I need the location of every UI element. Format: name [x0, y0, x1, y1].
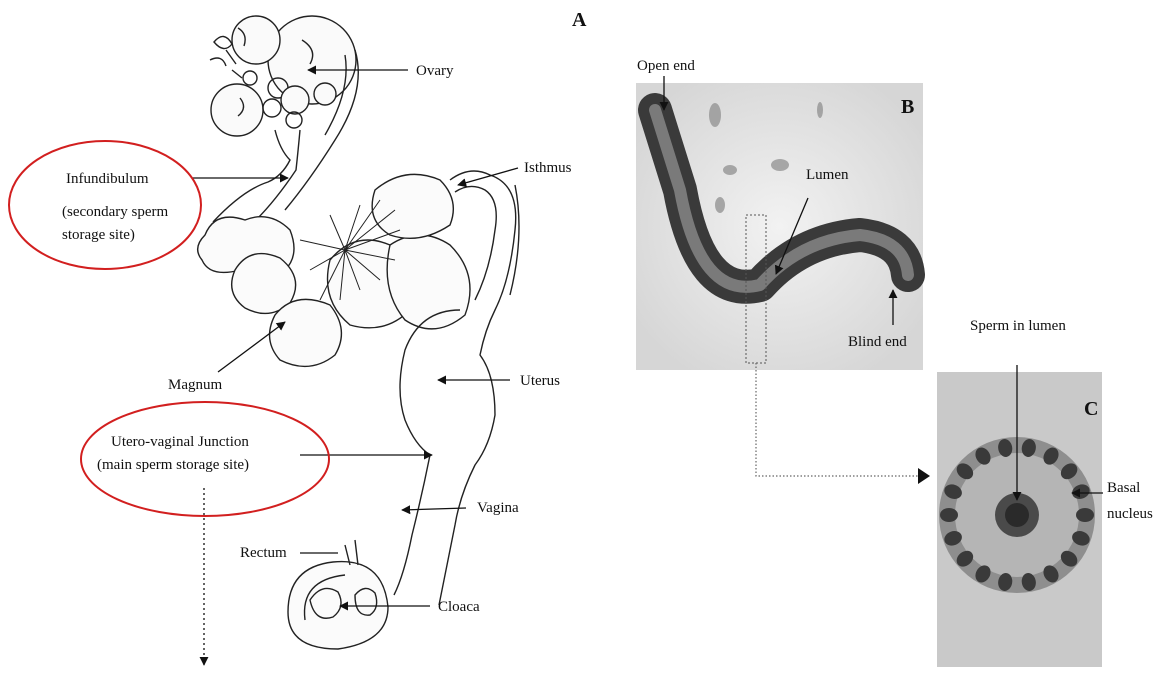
- basal-nucleus: [940, 508, 958, 522]
- lumen-label: Lumen: [806, 167, 849, 183]
- uterus-label: Uterus: [520, 373, 560, 389]
- rectum-label: Rectum: [240, 545, 287, 561]
- vagina-arrow: [402, 508, 466, 510]
- panel-c-micrograph: [937, 372, 1102, 667]
- infundibulum-note-2: storage site): [62, 227, 135, 243]
- panel-b-letter: B: [901, 96, 914, 118]
- open-end-label: Open end: [637, 58, 695, 74]
- cloaca-shape: [288, 540, 388, 649]
- basal-nucleus: [1076, 508, 1094, 522]
- isthmus-arrow: [458, 168, 518, 185]
- cloaca-label: Cloaca: [438, 599, 480, 615]
- sperm-in-lumen-label: Sperm in lumen: [970, 318, 1066, 334]
- infundibulum-label: Infundibulum: [66, 171, 149, 187]
- panel-c-letter: C: [1084, 398, 1098, 420]
- basal-label-2: nucleus: [1107, 506, 1153, 522]
- b-to-c-connector: [756, 363, 918, 476]
- infundibulum-note-1: (secondary sperm: [62, 204, 169, 220]
- panel-a-letter: A: [572, 9, 587, 31]
- panel-b-micrograph: [636, 83, 923, 370]
- blind-end-label: Blind end: [848, 334, 907, 350]
- ovary-label: Ovary: [416, 63, 454, 79]
- magnum-coils: [198, 174, 470, 366]
- magnum-label: Magnum: [168, 377, 222, 393]
- connector-arrowhead: [918, 468, 930, 484]
- uvj-label-1: Utero-vaginal Junction: [111, 434, 249, 450]
- vagina-label: Vagina: [477, 500, 519, 516]
- uvj-label-2: (main sperm storage site): [97, 457, 249, 473]
- isthmus-label: Isthmus: [524, 160, 572, 176]
- basal-label-1: Basal: [1107, 480, 1140, 496]
